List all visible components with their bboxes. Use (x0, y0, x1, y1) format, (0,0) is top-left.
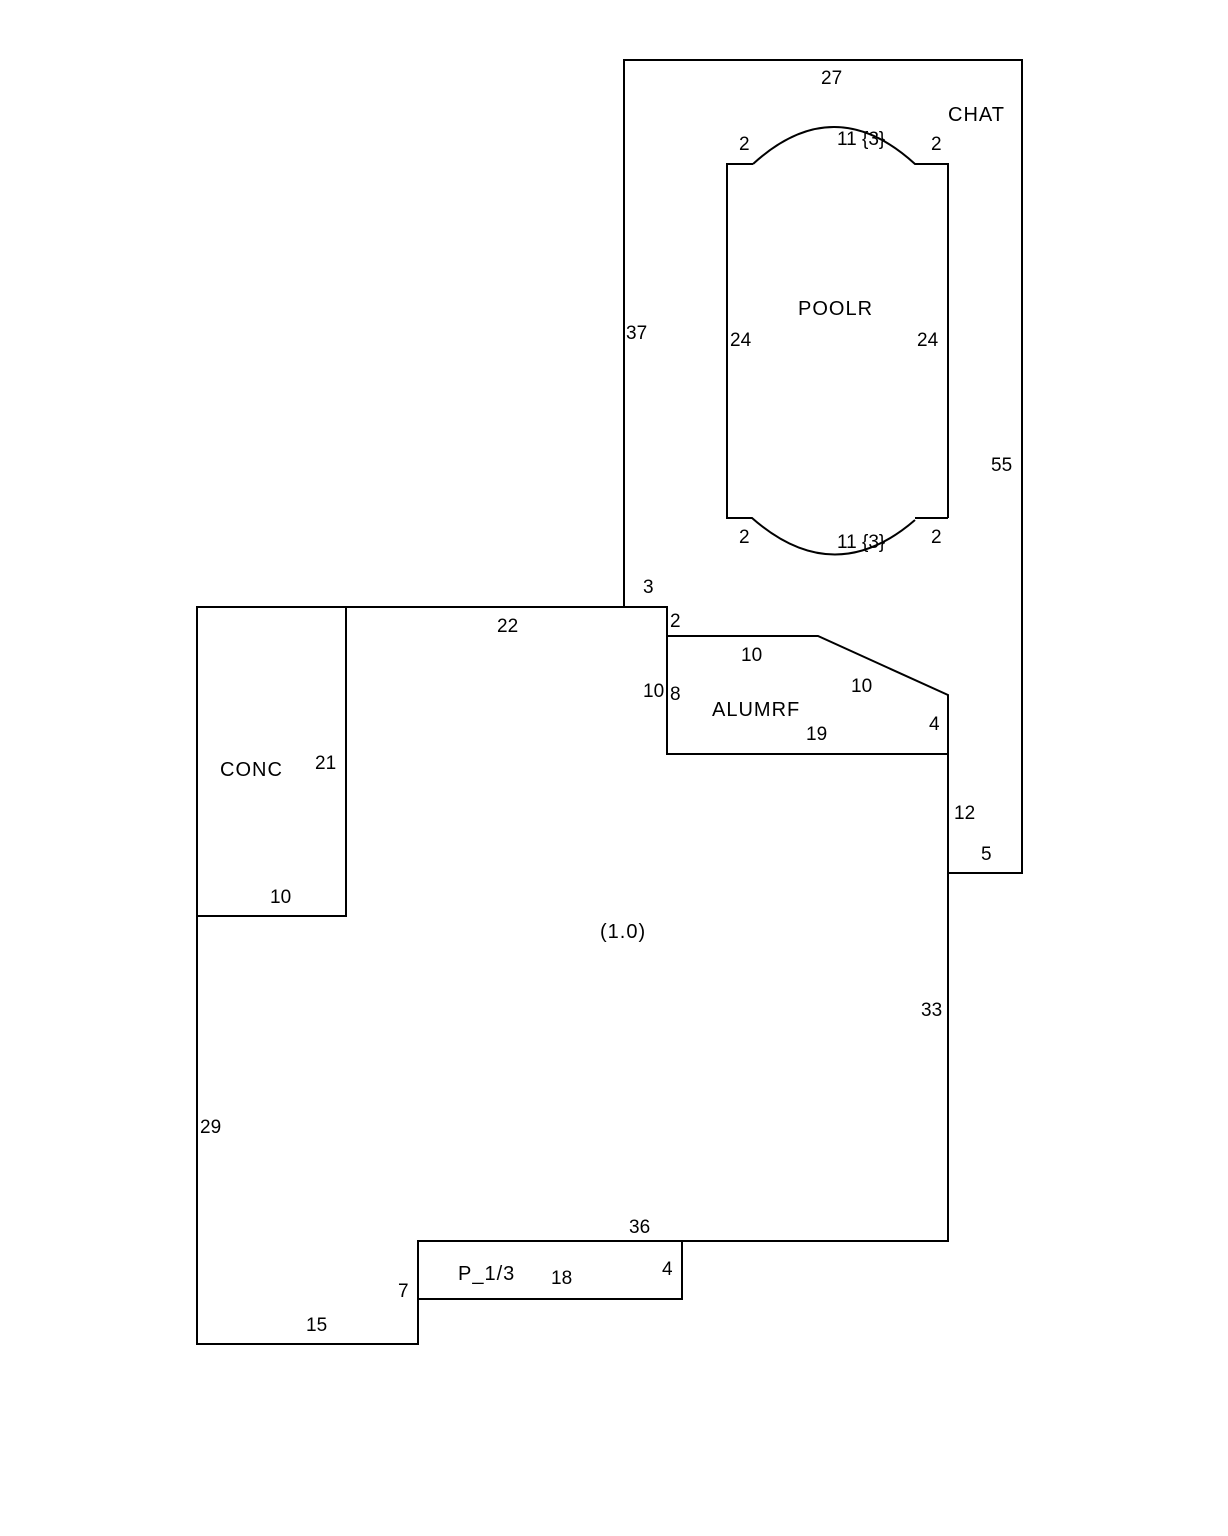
dimension-label: 2 (739, 527, 750, 548)
area-label-porch: P_1/3 (458, 1263, 515, 1285)
area-label-alumrf: ALUMRF (712, 699, 800, 721)
dimension-label: 10 (851, 676, 872, 697)
conc-outline (196, 606, 347, 917)
dimension-label: 18 (551, 1268, 572, 1289)
area-label-pool: POOLR (798, 298, 873, 320)
dimension-label: 4 (929, 714, 940, 735)
porch-outline (417, 1240, 683, 1300)
dimension-label: 24 (730, 330, 752, 351)
dimension-label: 3 (643, 577, 654, 598)
pool-outline (726, 126, 949, 556)
dimension-label: 36 (629, 1217, 650, 1238)
dimension-label: 2 (739, 134, 750, 155)
area-label-main: (1.0) (600, 921, 646, 943)
alumrf-outline (667, 635, 949, 754)
dimension-label: 10 (741, 645, 762, 666)
dimension-label: 10 (643, 681, 664, 702)
dimension-label: 2 (931, 527, 942, 548)
area-label-chat: CHAT (948, 104, 1005, 126)
dimension-label: 22 (497, 616, 518, 637)
area-label-conc: CONC (220, 759, 283, 781)
dimension-label: 10 (270, 887, 291, 908)
dimension-label: 29 (200, 1117, 221, 1138)
dimension-label: 37 (626, 323, 647, 344)
dimension-label: 15 (306, 1315, 327, 1336)
dimension-label: 7 (398, 1281, 409, 1302)
dimension-label: 19 (806, 724, 827, 745)
dimension-label: 2 (670, 611, 681, 632)
dimension-label: 24 (917, 330, 939, 351)
dimension-label: 5 (981, 844, 992, 865)
dimension-label: 11 {3} (837, 532, 885, 553)
dimension-label: 33 (921, 1000, 942, 1021)
chat-outline (623, 59, 1023, 874)
dimension-label: 21 (315, 753, 336, 774)
dimension-label: 11 {3} (837, 129, 885, 150)
dimension-label: 4 (662, 1259, 673, 1280)
dimension-label: 27 (821, 68, 842, 89)
dimension-label: 8 (670, 684, 681, 705)
dimension-label: 12 (954, 803, 975, 824)
dimension-label: 55 (991, 455, 1012, 476)
main-outline (196, 606, 949, 1345)
dimension-label: 2 (931, 134, 942, 155)
